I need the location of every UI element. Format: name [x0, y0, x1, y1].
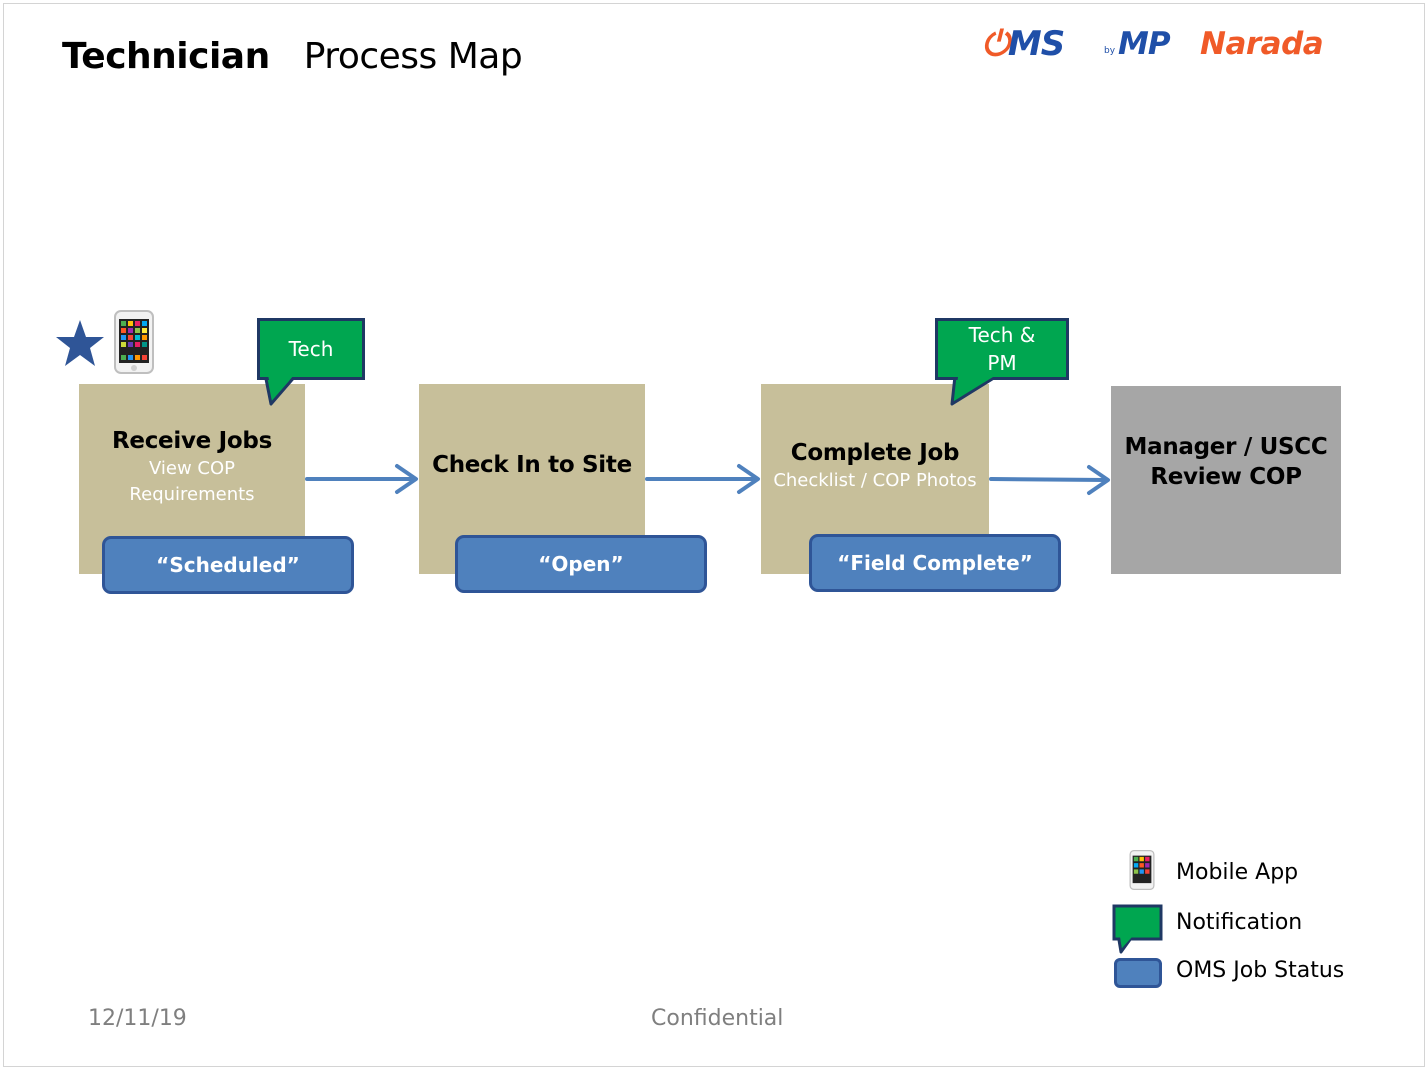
bubble-body: Tech: [257, 318, 365, 380]
legend-label: Notification: [1176, 910, 1303, 935]
arrow-head: [395, 464, 418, 494]
legend-label: OMS Job Status: [1176, 958, 1345, 983]
logo-narada: Narada: [1200, 26, 1324, 62]
notification-icon: [1112, 904, 1163, 954]
legend-label: Mobile App: [1176, 860, 1299, 885]
step-main: Receive Jobs: [112, 428, 272, 454]
status-badge: “Scheduled”: [102, 536, 354, 594]
page-title: Technician Process Map: [62, 36, 523, 77]
step-sub: View COP: [148, 458, 236, 479]
title-light: Process Map: [303, 36, 523, 77]
step-main: Manager / USCC: [1124, 434, 1328, 460]
company-logo: ⏻MS by MP Narada: [982, 24, 1386, 64]
bubble-body: Tech & PM: [935, 318, 1069, 380]
step-manager-review: Manager / USCC Review COP: [1111, 386, 1341, 574]
footer-confidential: Confidential: [651, 1006, 784, 1031]
logo-oms: ⏻MS: [982, 24, 1065, 64]
flow-arrow: [989, 477, 1108, 482]
step-main: Check In to Site: [432, 452, 632, 478]
notification-label: Tech &: [968, 323, 1036, 347]
bubble-tail-cover: [955, 377, 993, 400]
arrow-head: [737, 464, 760, 494]
step-sub: Checklist / COP Photos: [773, 470, 977, 491]
notification-label: Tech: [288, 337, 334, 361]
bubble-tail-cover: [268, 375, 294, 399]
star-icon: [56, 320, 104, 366]
step-main: Review COP: [1150, 464, 1302, 490]
status-badge: “Field Complete”: [809, 534, 1061, 592]
mobile-phone-icon: [114, 310, 154, 374]
arrow-head: [1087, 465, 1110, 495]
logo-power-o: ⏻: [982, 24, 1009, 64]
logo-by: by: [1104, 46, 1116, 56]
step-sub: Requirements: [129, 484, 255, 505]
mobile-phone-icon: [1129, 850, 1155, 890]
status-badge: “Open”: [455, 535, 707, 593]
step-main: Complete Job: [790, 440, 960, 466]
notification-label: PM: [987, 351, 1017, 375]
footer-date: 12/11/19: [88, 1006, 187, 1031]
status-swatch: [1114, 958, 1162, 988]
title-bold: Technician: [62, 36, 270, 77]
logo-mp: MP: [1118, 26, 1171, 62]
